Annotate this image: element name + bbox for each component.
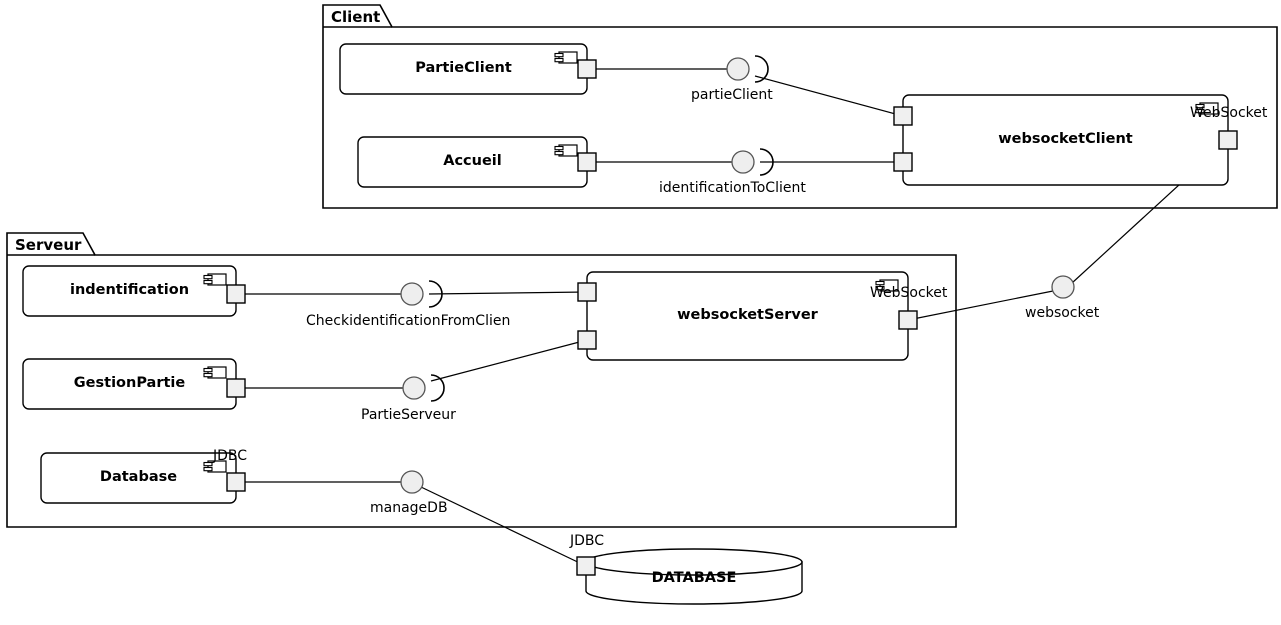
component-shapes — [22, 43, 1229, 504]
socket-arc-identificationToClient-iface — [759, 148, 774, 176]
interface-label-identificationToClient-iface: identificationToClient — [659, 180, 806, 196]
component-icon-tab-top-gestionPartie — [203, 367, 213, 373]
socket-to-wsClient-top — [754, 75, 904, 117]
database-node-port-label: JDBC — [570, 533, 605, 549]
websocket-to-wsServer — [907, 290, 1054, 321]
interface-label-partieClient-iface: partieClient — [691, 87, 773, 103]
component-icon-tab-top-database — [203, 461, 213, 467]
component-icon-tab-bottom-websocketServer — [875, 285, 885, 291]
component-icon-tab-bottom-websocketClient — [1195, 108, 1205, 114]
component-icon-tab-bottom-partieClient — [554, 57, 564, 63]
component-icon-tab-top-partieClient — [554, 52, 564, 58]
component-label-gestionPartie: GestionPartie — [73, 375, 186, 391]
component-label-accueil: Accueil — [443, 153, 502, 169]
socket-arc-partieClient-iface — [754, 55, 769, 83]
package-label-client: Client — [331, 8, 381, 26]
port-label-websocketClient: WebSocket — [1190, 105, 1268, 121]
component-icon-body-accueil — [558, 144, 578, 157]
component-icon-tab-top-websocketClient — [1195, 103, 1205, 109]
package-shapes — [6, 4, 1278, 528]
port-gestionPartie-port-right[interactable] — [226, 378, 246, 398]
port-websocketClient-port-left-bottom[interactable] — [893, 152, 913, 172]
port-accueil-port-right[interactable] — [577, 152, 597, 172]
socket-arc-checkidentification-iface — [428, 280, 443, 308]
component-icon-body-database — [207, 460, 227, 473]
interface-ball-manageDB-iface[interactable] — [400, 470, 424, 494]
port-squares — [226, 59, 1238, 576]
interface-ball-partieServeur-iface[interactable] — [402, 376, 426, 400]
interface-label-partieServeur-iface: PartieServeur — [361, 407, 456, 423]
port-websocketServer-port-left-top[interactable] — [577, 282, 597, 302]
socket-to-wsServer-top — [428, 291, 588, 295]
component-icon-tab-top-accueil — [554, 145, 564, 151]
component-label-database: Database — [99, 469, 178, 485]
component-label-indentification: indentification — [69, 282, 190, 298]
port-websocketClient-port-left-top[interactable] — [893, 106, 913, 126]
socket-to-wsServer-bot — [430, 339, 588, 382]
component-icon-tab-top-websocketServer — [875, 280, 885, 286]
component-icon-tab-top-indentification — [203, 274, 213, 280]
component-icon-body-websocketServer — [879, 279, 899, 292]
database-node-shape — [585, 548, 803, 605]
port-websocketServer-port-left-bottom[interactable] — [577, 330, 597, 350]
component-icon-body-partieClient — [558, 51, 578, 64]
component-icon-body-gestionPartie — [207, 366, 227, 379]
package-client — [322, 4, 1278, 209]
component-icon-tab-bottom-accueil — [554, 150, 564, 156]
component-label-websocketClient: websocketClient — [998, 131, 1133, 147]
interface-label-manageDB-iface: manageDB — [370, 500, 448, 516]
port-label-database: JDBC — [213, 448, 248, 464]
port-websocketServer-port-right[interactable] — [898, 310, 918, 330]
interface-ball-identificationToClient-iface[interactable] — [731, 150, 755, 174]
interface-ball-websocket-iface[interactable] — [1051, 275, 1075, 299]
component-label-partieClient: PartieClient — [415, 60, 512, 76]
port-database-port-right[interactable] — [226, 472, 246, 492]
component-label-websocketServer: websocketServer — [677, 307, 818, 323]
port-label-websocketServer: WebSocket — [870, 285, 948, 301]
package-serveur — [6, 232, 957, 528]
socket-arc-partieServeur-iface — [430, 374, 445, 402]
interface-balls — [400, 55, 1075, 494]
interface-label-checkidentification-iface: CheckidentificationFromClien — [306, 313, 511, 329]
database-node-label: DATABASE — [651, 569, 737, 586]
component-icon-body-indentification — [207, 273, 227, 286]
interface-label-websocket-iface: websocket — [1025, 305, 1100, 321]
component-icon-tab-bottom-indentification — [203, 279, 213, 285]
port-indentification-port-right[interactable] — [226, 284, 246, 304]
port-partieClient-port-right[interactable] — [577, 59, 597, 79]
component-icon-tab-bottom-database — [203, 466, 213, 472]
port-database-node-jdbc-port[interactable] — [576, 556, 596, 576]
interface-ball-partieClient-iface[interactable] — [726, 57, 750, 81]
component-icon-tab-bottom-gestionPartie — [203, 372, 213, 378]
component-icon-body-websocketClient — [1199, 102, 1219, 115]
package-label-serveur: Serveur — [15, 236, 82, 254]
port-websocketClient-port-right[interactable] — [1218, 130, 1238, 150]
interface-ball-checkidentification-iface[interactable] — [400, 282, 424, 306]
